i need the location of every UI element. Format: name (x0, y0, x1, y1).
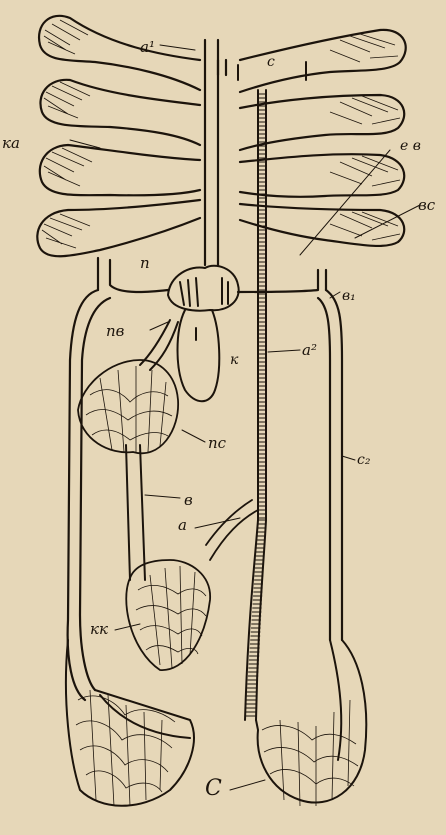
caudal-bed-left-net (76, 690, 175, 806)
label-pc: пс (208, 434, 227, 452)
leader-lines (70, 45, 420, 790)
gill-arches-left (37, 16, 200, 256)
dorsal-aorta-rings (245, 94, 266, 716)
right-cardinal-vein (318, 290, 342, 640)
label-v1: в₁ (342, 288, 356, 304)
liver-network (78, 360, 178, 453)
dorsal-aorta (245, 90, 266, 720)
label-a1: a¹ (140, 38, 155, 56)
ventral-aorta (205, 40, 226, 265)
ink-drawing (37, 16, 420, 806)
cardinal-connections (98, 258, 326, 292)
label-a: а (178, 516, 187, 534)
label-ka: ка (2, 134, 20, 152)
label-kk: кк (90, 620, 108, 638)
caudal-bed-right-net (262, 700, 358, 806)
label-c2: с₂ (357, 452, 371, 468)
label-a2: а² (302, 341, 317, 359)
label-pv: пв (106, 322, 125, 340)
label-k: к (230, 352, 239, 368)
label-c-top: c (267, 54, 275, 70)
label-n: п (140, 254, 150, 272)
label-e: е в (400, 138, 421, 154)
label-vc: вс (418, 196, 436, 214)
label-C: С (205, 776, 222, 801)
gut-network (126, 500, 258, 670)
heart (168, 266, 239, 402)
gut-capillaries (136, 566, 206, 668)
left-cardinal-vein (68, 290, 110, 700)
liver-capillaries (86, 366, 172, 452)
gill-filaments-left (42, 20, 92, 248)
portal-vein (126, 320, 178, 580)
label-v: в (184, 491, 193, 509)
